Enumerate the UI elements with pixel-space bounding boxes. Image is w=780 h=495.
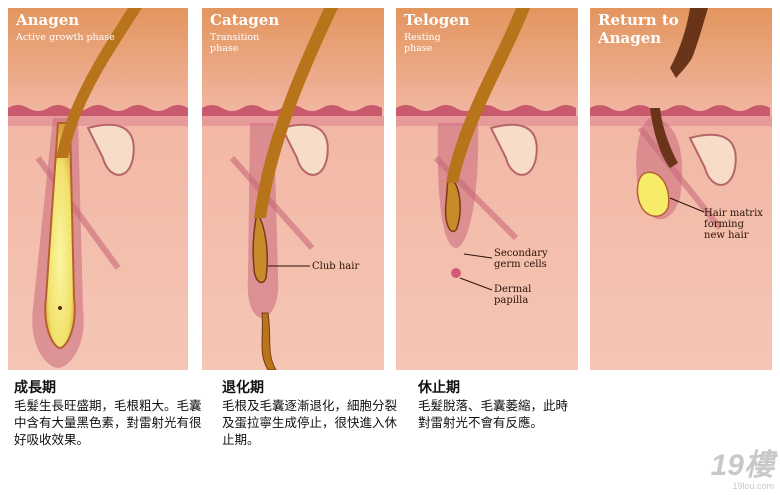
secondary-germ-cells-label: Secondary germ cells (494, 248, 548, 270)
caption-catagen-heading: 退化期 (222, 379, 264, 395)
caption-catagen: 退化期 毛根及毛囊逐漸退化，細胞分裂及蛋拉寧生成停止，很快進入休止期。 (222, 378, 400, 449)
panel-telogen: Telogen Resting phase Secondary germ cel… (396, 8, 578, 370)
panel-return-to-anagen: Return to Anagen Hair matrix forming new… (590, 8, 772, 370)
watermark-number: 19樓 (710, 449, 774, 482)
hair-matrix-label: Hair matrix forming new hair (704, 208, 763, 241)
panel-anagen: Anagen Active growth phase (8, 8, 188, 370)
caption-telogen: 休止期 毛髮脫落、毛囊萎縮，此時對雷射光不會有反應。 (418, 378, 568, 432)
panel-telogen-title: Telogen (404, 11, 470, 29)
panel-telogen-subtitle: Resting phase (404, 32, 441, 54)
catagen-illustration (202, 8, 384, 370)
caption-anagen-heading: 成長期 (14, 379, 56, 395)
panel-return-title-line2: Anagen (598, 29, 662, 47)
caption-telogen-text: 毛髮脫落、毛囊萎縮，此時對雷射光不會有反應。 (418, 399, 569, 430)
watermark-domain: 19lou.com (732, 481, 774, 491)
panel-catagen-subtitle: Transition phase (210, 32, 260, 54)
dermal-papilla-label: Dermal papilla (494, 284, 532, 306)
telogen-illustration (396, 8, 578, 370)
panel-anagen-subtitle: Active growth phase (16, 32, 115, 43)
caption-anagen: 成長期 毛髮生長旺盛期，毛根粗大。毛囊中含有大量黑色素，對雷射光有很好吸收效果。 (14, 378, 204, 449)
caption-telogen-heading: 休止期 (418, 379, 460, 395)
panel-catagen-title: Catagen (210, 11, 280, 29)
panel-catagen: Catagen Transition phase Club hair (202, 8, 384, 370)
caption-anagen-text: 毛髮生長旺盛期，毛根粗大。毛囊中含有大量黑色素，對雷射光有很好吸收效果。 (14, 399, 202, 447)
watermark: 19樓 19lou.com (710, 449, 774, 492)
panel-return-title-line1: Return to (598, 11, 679, 29)
club-hair-label: Club hair (312, 261, 360, 272)
anagen-illustration (8, 8, 188, 370)
caption-catagen-text: 毛根及毛囊逐漸退化，細胞分裂及蛋拉寧生成停止，很快進入休止期。 (222, 399, 398, 447)
panel-anagen-title: Anagen (16, 11, 80, 29)
return-to-anagen-illustration (590, 8, 772, 370)
